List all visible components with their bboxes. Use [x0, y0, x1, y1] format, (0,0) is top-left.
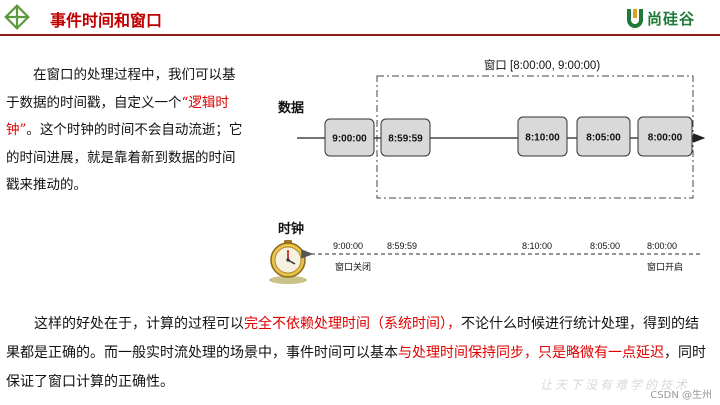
- event-label: 8:59:59: [388, 134, 423, 145]
- window-close-label: 窗口关闭: [335, 261, 371, 273]
- event-label: 8:05:00: [586, 133, 621, 144]
- event-box: 8:10:00: [517, 116, 568, 157]
- conclusion-highlight-1: 完全不依赖处理时间（系统时间），: [244, 316, 461, 332]
- brand-name: 尚硅谷: [647, 9, 696, 28]
- event-box: 8:59:59: [380, 118, 431, 157]
- event-label: 8:10:00: [525, 133, 560, 144]
- clock-tick-label: 8:05:00: [590, 241, 620, 251]
- window-frame: [376, 75, 694, 199]
- header-divider: [0, 34, 720, 36]
- intro-text-1: 在窗口的处理过程中，我们可以基于数据的时间戳，自定义一个: [6, 67, 236, 111]
- slogan-watermark: 让天下没有难学的技术: [540, 378, 691, 392]
- intro-paragraph: 在窗口的处理过程中，我们可以基于数据的时间戳，自定义一个“逻辑时钟”。这个时钟的…: [6, 62, 246, 200]
- brand-logo: 尚硅谷: [626, 6, 695, 30]
- conclusion-paragraph: 这样的好处在于，计算的过程可以完全不依赖处理时间（系统时间），不论什么时候进行统…: [6, 310, 712, 397]
- conclusion-text-2: 不论什么时候进行统计处理，得到的结果都是正确的。而一般实时流处理的场景中，事件时…: [6, 316, 699, 361]
- conclusion-text-1: 这样的好处在于，计算的过程可以: [34, 316, 244, 332]
- header-bar: 事件时间和窗口 尚硅谷: [0, 0, 720, 36]
- clock-tick-label: 8:00:00: [647, 241, 677, 251]
- event-box: 9:00:00: [324, 118, 375, 157]
- page-title: 事件时间和窗口: [50, 11, 163, 30]
- clock-tick-label: 9:00:00: [333, 241, 363, 251]
- stopwatch-icon: [269, 240, 307, 284]
- window-label: 窗口 [8:00:00, 9:00:00): [484, 58, 601, 72]
- brand-u-icon: [627, 9, 643, 28]
- conclusion-highlight-2: 与处理时间保持同步，只是略微有一点延迟: [398, 345, 664, 361]
- data-label: 数据: [278, 100, 304, 116]
- diamond-logo-icon: [4, 4, 30, 30]
- event-label: 9:00:00: [332, 134, 367, 145]
- intro-highlight: “逻辑时钟”: [6, 94, 229, 139]
- clock-tick-label: 8:10:00: [522, 241, 552, 251]
- intro-text-2: 。这个时钟的时间不会自动流逝；它的时间进展，就是靠着新到数据的时间戳来推动的。: [6, 122, 243, 193]
- event-box: 8:05:00: [576, 116, 631, 157]
- event-label: 8:00:00: [648, 133, 683, 144]
- csdn-watermark: CSDN @生州: [650, 390, 712, 401]
- clock-tick-label: 8:59:59: [387, 241, 417, 251]
- clock-label: 时钟: [278, 221, 304, 237]
- window-open-label: 窗口开启: [647, 261, 683, 273]
- conclusion-text-3: ，同时保证了窗口计算的正确性。: [6, 345, 706, 390]
- event-box: 8:00:00: [637, 116, 693, 157]
